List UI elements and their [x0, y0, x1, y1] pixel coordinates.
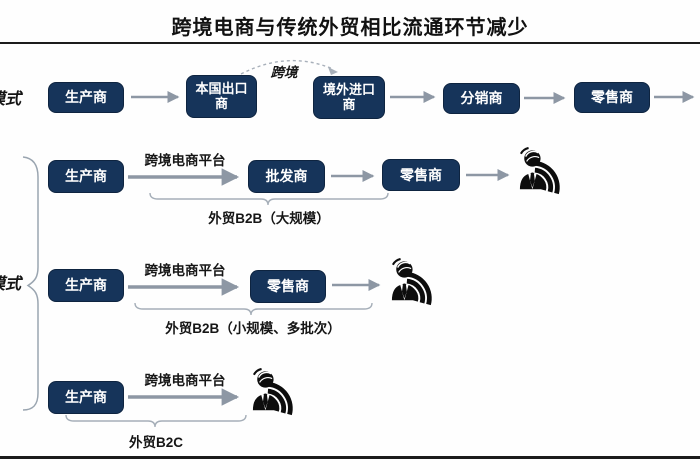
- cross-border-label: 跨境: [270, 65, 298, 80]
- exporter-box: 本国出口商: [186, 75, 257, 118]
- title-underline: [0, 42, 700, 44]
- side-label-traditional: 模式: [0, 91, 22, 108]
- retailer-box-traditional: 零售商: [574, 82, 650, 113]
- retailer-box-b2b-large: 零售商: [382, 159, 460, 191]
- producer-box-b2c: 生产商: [48, 381, 124, 414]
- consumers-icon: [519, 147, 560, 195]
- distributor-box: 分销商: [443, 83, 520, 114]
- consumers-icon: [252, 368, 293, 416]
- platform-label-b2b-large: 跨境电商平台: [144, 153, 226, 168]
- underbrace-b2c: [65, 414, 247, 428]
- b2b-small-label: 外贸B2B（小规模、多批次）: [165, 321, 341, 336]
- page-title: 跨境电商与传统外贸相比流通环节减少: [171, 17, 529, 39]
- platform-label-b2c: 跨境电商平台: [144, 373, 226, 388]
- b2b-large-label: 外贸B2B（大规模）: [208, 211, 330, 226]
- underbrace-b2b-large: [149, 192, 389, 206]
- platform-label-b2b-small: 跨境电商平台: [144, 263, 226, 278]
- retailer-box-b2b-small: 零售商: [250, 270, 326, 303]
- producer-box-b2b-small: 生产商: [48, 269, 124, 302]
- mode-group-brace: [22, 156, 39, 411]
- b2c-label: 外贸B2C: [128, 435, 183, 450]
- bottom-border: [0, 456, 700, 459]
- producer-box-b2b-large: 生产商: [48, 160, 124, 193]
- importer-box: 境外进口商: [313, 76, 385, 119]
- underbrace-b2b-small: [134, 302, 373, 316]
- wholesaler-box: 批发商: [248, 160, 325, 193]
- producer-box-traditional: 生产商: [48, 82, 124, 113]
- consumers-icon: [391, 258, 432, 306]
- cross-border-arc-arrowhead: [328, 67, 338, 75]
- side-label-cross-border: 模式: [0, 276, 22, 293]
